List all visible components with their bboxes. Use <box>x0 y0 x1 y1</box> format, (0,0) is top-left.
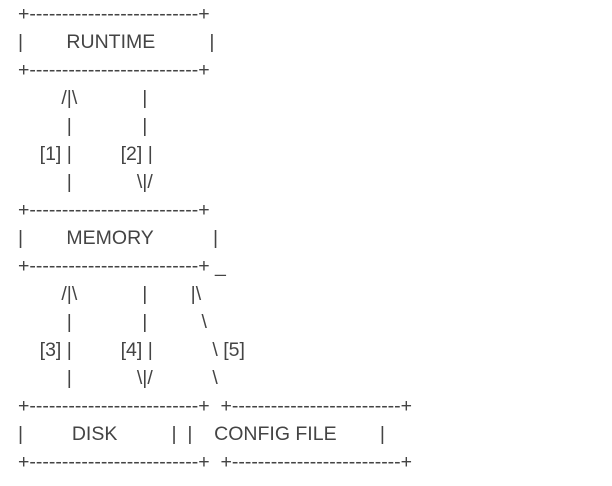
memory-box-top-border: +--------------------------+ <box>18 199 210 221</box>
arrow-row-2: | | <box>18 115 148 137</box>
runtime-box-bottom-border: +--------------------------+ <box>18 59 210 81</box>
arrow-row-3: | \|/ <box>18 171 153 193</box>
arrow-row-4: /|\ | |\ <box>18 283 202 305</box>
arrow-label-row-1-2: [1] | [2] | <box>18 143 153 165</box>
memory-box-bottom-border: +--------------------------+ _ <box>18 255 226 277</box>
arrow-row-6: | \|/ \ <box>18 367 218 389</box>
memory-box-label-row: | MEMORY | <box>18 227 219 249</box>
disk-config-box-bottom-border: +--------------------------+ +----------… <box>18 451 413 473</box>
arrow-row-5: | | \ <box>18 311 207 333</box>
disk-config-box-label-row: | DISK | | CONFIG FILE | <box>18 423 385 445</box>
runtime-box-top-border: +--------------------------+ <box>18 3 210 25</box>
arrow-row-1: /|\ | <box>18 87 148 109</box>
runtime-box-label-row: | RUNTIME | <box>18 31 215 53</box>
arrow-label-row-3-4-5: [3] | [4] | \ [5] <box>18 339 245 361</box>
disk-config-box-top-border: +--------------------------+ +----------… <box>18 395 413 417</box>
